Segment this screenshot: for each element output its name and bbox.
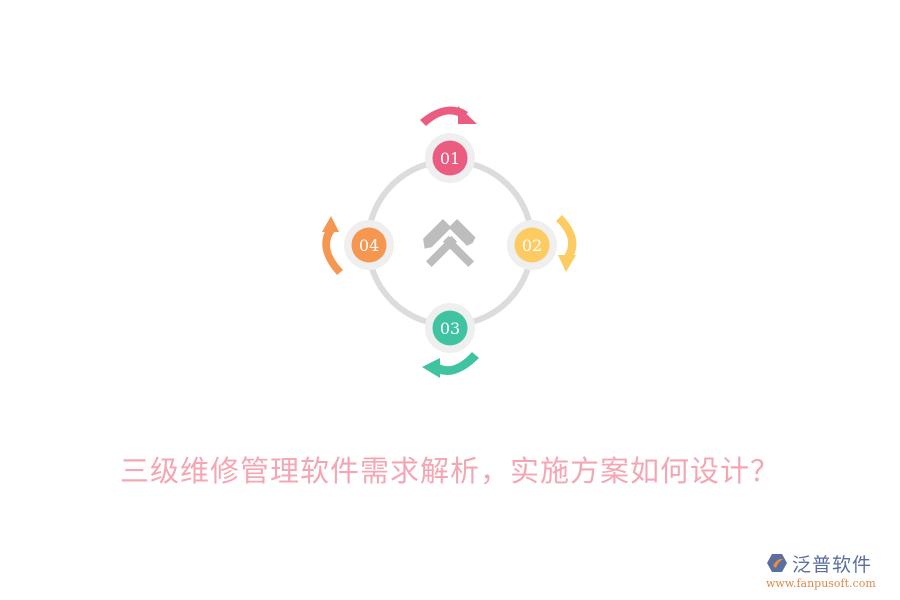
step-node-04: 04 [344,220,394,270]
fanpu-logo-icon [767,554,787,572]
brand-logo: 泛普软件 www.fanpusoft.com [766,550,896,596]
step-label-01: 01 [440,149,460,168]
step-label-03: 03 [440,319,460,338]
step-label-04: 04 [359,236,379,255]
brand-url: www.fanpusoft.com [766,577,876,590]
clockwise-arrow-top [420,106,477,126]
clockwise-arrow-right [556,215,577,272]
step-label-02: 02 [522,236,542,255]
crossed-hammers-icon [423,218,476,268]
step-node-03: 03 [425,303,475,353]
page-title: 三级维修管理软件需求解析，实施方案如何设计？ [119,454,780,488]
brand-name: 泛普软件 [792,553,873,576]
step-node-01: 01 [425,133,475,183]
step-node-02: 02 [507,220,557,270]
clockwise-arrow-bottom [422,352,479,378]
clockwise-arrow-left [322,216,343,275]
